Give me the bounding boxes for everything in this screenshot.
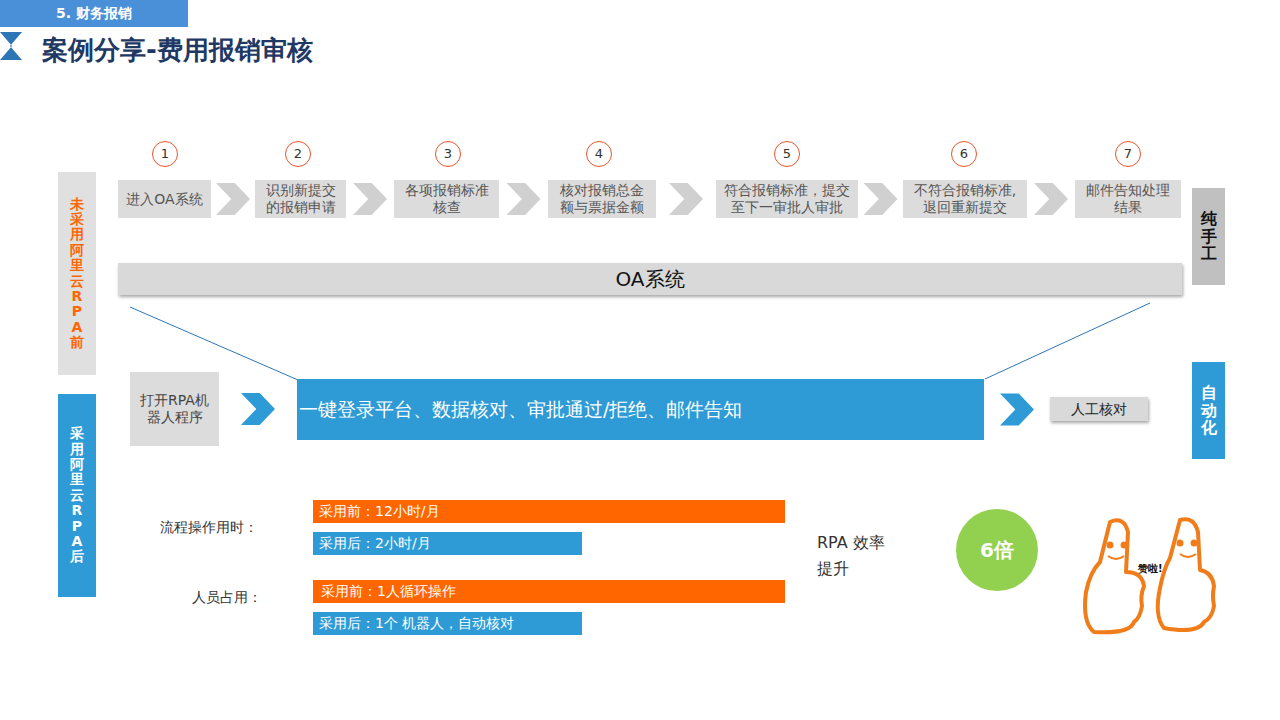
- chevron-arrow: [669, 183, 703, 215]
- node-text: 邮件告知处理结果: [1081, 182, 1175, 216]
- chevron-shape: [1000, 394, 1034, 426]
- node-text: 6倍: [980, 538, 1014, 562]
- chevron-shape: [864, 183, 898, 215]
- chevron-arrow: [1000, 394, 1034, 426]
- mode-label: 自动化: [1192, 362, 1225, 459]
- node-text: 1: [161, 146, 169, 162]
- node-text: 自动化: [1201, 384, 1217, 437]
- callout-number: 7: [1115, 141, 1141, 167]
- node-text: 符合报销标准，提交至下一审批人审批: [722, 182, 852, 216]
- node-text: 5: [783, 146, 791, 162]
- process-box: 进入OA系统: [118, 180, 211, 218]
- bar: 采用前：12小时/月: [313, 500, 785, 523]
- chevron-arrow: [507, 183, 541, 215]
- node-text: 6: [960, 146, 968, 162]
- node-text: 不符合报销标准,退回重新提交: [909, 182, 1021, 216]
- node-text: 未采用阿里云RPA前: [70, 197, 84, 351]
- phase-label: 未采用阿里云RPA前: [58, 172, 96, 375]
- node-text: 采用后：2小时/月: [319, 535, 431, 552]
- chevron-arrow: [353, 183, 387, 215]
- section-tab: 5. 财务报销: [0, 0, 188, 27]
- chevron-shape: [241, 393, 275, 425]
- text-label: 流程操作用时：: [160, 519, 310, 537]
- bar: 采用前：1人循环操作: [313, 580, 785, 603]
- title: 案例分享-费用报销审核: [42, 33, 313, 68]
- text-label: 人员占用：: [192, 589, 302, 607]
- node-text: 一键登录平台、数据核对、审批通过/拒绝、邮件告知: [299, 398, 742, 421]
- mode-label: 纯手工: [1192, 188, 1225, 285]
- chevron-shape: [669, 183, 703, 215]
- node-text: 人工核对: [1071, 401, 1127, 418]
- node-text: 7: [1124, 146, 1132, 162]
- callout-number: 1: [152, 141, 178, 167]
- phase-label: 采用阿里云RPA后: [58, 394, 96, 597]
- thumbs-up-icon: [1085, 519, 1214, 632]
- leader-line: [985, 303, 1150, 379]
- callout-number: 6: [951, 141, 977, 167]
- node-text: 采用后：1个 机器人，自动核对: [319, 615, 514, 632]
- node-text: 采用阿里云RPA后: [70, 426, 84, 565]
- callout-number: 5: [774, 141, 800, 167]
- node-text: 进入OA系统: [126, 191, 202, 208]
- chevron-shape: [216, 183, 250, 215]
- chevron-arrow: [1034, 183, 1068, 215]
- chevron-arrow: [241, 393, 275, 425]
- node-text: OA系统: [615, 267, 684, 291]
- node-text: 纯手工: [1201, 210, 1217, 263]
- process-box: 识别新提交的报销申请: [255, 180, 346, 218]
- node-text: 3: [444, 146, 452, 162]
- chevron-shape: [507, 183, 541, 215]
- node-text: 打开RPA机器人程序: [136, 392, 213, 426]
- chevron-shape: [353, 183, 387, 215]
- callout-number: 2: [285, 141, 311, 167]
- text-label: RPA 效率提升: [817, 530, 891, 581]
- process-box: 不符合报销标准,退回重新提交: [903, 180, 1027, 218]
- process-box: 邮件告知处理结果: [1075, 180, 1181, 218]
- process-box: 各项报销标准核查: [394, 180, 499, 218]
- node-text: 5. 财务报销: [56, 5, 132, 22]
- node-text: 采用前：12小时/月: [319, 503, 440, 520]
- chevron-arrow: [864, 183, 898, 215]
- bar: 采用后：2小时/月: [313, 532, 582, 555]
- leader-line: [130, 307, 298, 380]
- result-circle: 6倍: [956, 509, 1038, 591]
- node-text: 各项报销标准核查: [400, 182, 493, 216]
- process-box: 符合报销标准，提交至下一审批人审批: [716, 180, 858, 218]
- process-box: 打开RPA机器人程序: [130, 372, 219, 446]
- title-chevron: [0, 32, 22, 60]
- bar: 采用后：1个 机器人，自动核对: [313, 612, 582, 635]
- process-box: 核对报销总金额与票据金额: [548, 180, 656, 218]
- node-text: 4: [595, 146, 603, 162]
- node-text: 采用前：1人循环操作: [321, 583, 456, 600]
- node-text: 2: [294, 146, 302, 162]
- rpa-band: 一键登录平台、数据核对、审批通过/拒绝、邮件告知: [297, 379, 984, 440]
- chevron-shape: [1034, 183, 1068, 215]
- chevron-arrow: [216, 183, 250, 215]
- callout-number: 3: [435, 141, 461, 167]
- node-text: 识别新提交的报销申请: [261, 182, 340, 216]
- system-band: OA系统: [118, 263, 1182, 295]
- text-label: 赞啦!: [1138, 562, 1178, 576]
- callout-number: 4: [586, 141, 612, 167]
- process-box: 人工核对: [1050, 397, 1148, 421]
- node-text: 核对报销总金额与票据金额: [554, 182, 650, 216]
